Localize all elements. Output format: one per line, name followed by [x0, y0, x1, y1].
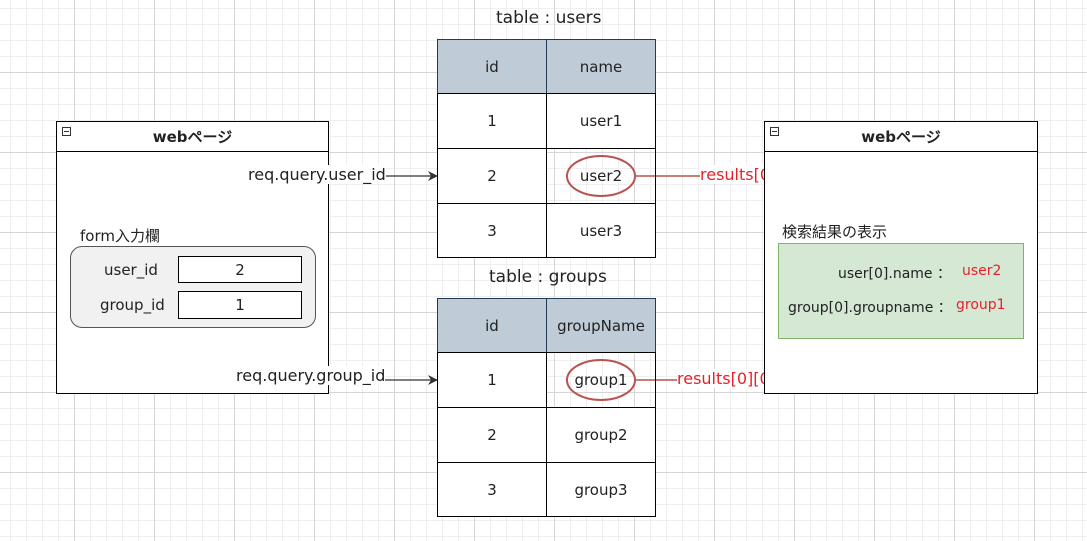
groups-row3-name: group3 — [546, 462, 656, 517]
collapse-icon[interactable] — [62, 127, 71, 136]
collapse-icon[interactable] — [770, 127, 779, 136]
left-webpage-title: webページ — [152, 128, 233, 146]
form-group-label: form入力欄 — [80, 227, 160, 245]
users-row1-id: 1 — [437, 93, 547, 149]
users-header-id: id — [437, 39, 547, 94]
groups-row1-id: 1 — [437, 352, 547, 408]
right-webpage-title: webページ — [861, 128, 941, 146]
users-table-title: table : users — [496, 8, 602, 28]
left-webpage-header: webページ — [57, 122, 328, 152]
user-id-input[interactable]: 2 — [178, 256, 302, 283]
groups-header-id: id — [437, 298, 547, 353]
groups-row1-name: group1 — [546, 352, 656, 408]
results-box — [778, 243, 1024, 339]
users-header-name: name — [546, 39, 656, 94]
user-query-label: req.query.user_id — [248, 165, 386, 184]
user-id-label: user_id — [104, 261, 158, 279]
group-id-label: group_id — [100, 296, 165, 314]
users-row3-id: 3 — [437, 203, 547, 258]
right-webpage-header: webページ — [765, 122, 1037, 152]
result-user-key: user[0].name ： — [838, 266, 951, 282]
users-row3-name: user3 — [546, 203, 656, 258]
groups-table-title: table : groups — [489, 267, 607, 287]
users-row2-name: user2 — [546, 148, 656, 204]
result-group-value: group1 — [956, 297, 1006, 313]
users-row2-id: 2 — [437, 148, 547, 204]
result-user-value: user2 — [962, 263, 1002, 279]
group-id-input[interactable]: 1 — [178, 291, 302, 319]
result-group-key: group[0].groupname ： — [788, 300, 952, 316]
groups-row2-id: 2 — [437, 407, 547, 463]
groups-header-name: groupName — [546, 298, 656, 353]
group-query-label: req.query.group_id — [236, 366, 386, 385]
groups-row2-name: group2 — [546, 407, 656, 463]
groups-row3-id: 3 — [437, 462, 547, 517]
users-row1-name: user1 — [546, 93, 656, 149]
results-label: 検索結果の表示 — [782, 223, 888, 241]
